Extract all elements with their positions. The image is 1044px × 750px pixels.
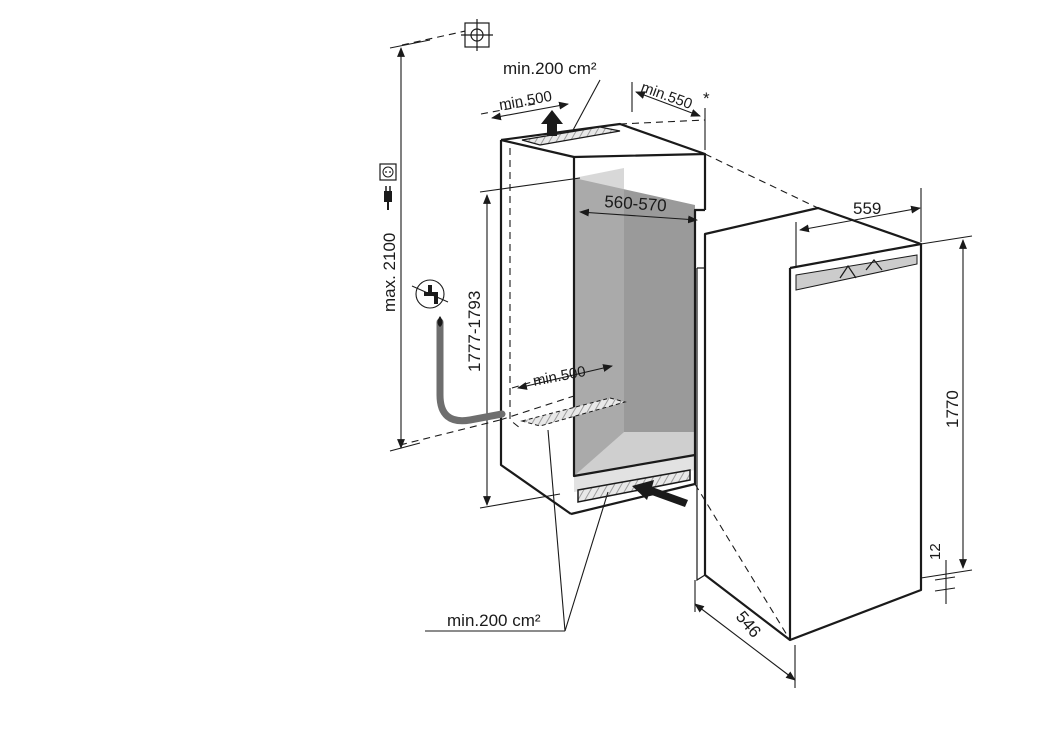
appliance	[696, 206, 923, 642]
floor-vent-slot	[520, 397, 627, 427]
niche-hidden-edges	[499, 148, 575, 429]
top-vent-slot	[521, 126, 621, 146]
appliance-width-dimension	[799, 205, 921, 233]
niche-depth-dimension	[635, 91, 701, 117]
power-socket-icon	[379, 163, 397, 181]
top-airflow-arrow	[541, 110, 563, 136]
appliance-width-label: 559	[853, 199, 881, 218]
appliance-height-label: 1770	[943, 390, 962, 428]
appliance-front	[705, 234, 921, 640]
appliance-depth-dimension	[694, 603, 796, 681]
crosshair-icon	[461, 19, 493, 51]
appliance-plinth-label: 12	[927, 543, 944, 560]
top-depth-label: min.500	[498, 88, 554, 114]
airflow-arrows	[541, 110, 688, 507]
bottom-vent-leaders	[425, 429, 609, 632]
niche-front-frame	[572, 157, 696, 478]
appliance-top-trim	[795, 254, 918, 291]
niche-cabinet	[499, 122, 707, 516]
appliance-trim-notch	[839, 259, 883, 279]
niche-outline	[499, 122, 707, 516]
niche-width-dimension	[579, 208, 698, 224]
floor-depth-dimension	[517, 364, 613, 390]
water-drop-icon	[437, 316, 443, 327]
niche-depth-asterisk: *	[703, 89, 710, 108]
power-plug-icon	[384, 186, 392, 210]
appliance-hinge-strip	[696, 267, 706, 582]
top-vent-leader	[571, 79, 601, 133]
water-hose	[436, 318, 506, 425]
niche-width-label: 560-570	[604, 192, 668, 215]
niche-floor-front	[574, 455, 695, 492]
bottom-airflow-arrow	[632, 480, 688, 507]
niche-depth-label: min.550	[639, 79, 695, 113]
water-tap-icon	[411, 279, 449, 309]
niche-floor	[574, 432, 695, 476]
dimension-lines	[389, 39, 973, 688]
bottom-vent-area-label: min.200 cm²	[447, 611, 541, 630]
socket-height-label: max. 2100	[380, 233, 399, 312]
top-vent-area-label: min.200 cm²	[503, 59, 597, 78]
top-depth-dimension	[491, 101, 569, 121]
niche-height-label: 1777-1793	[465, 291, 484, 372]
